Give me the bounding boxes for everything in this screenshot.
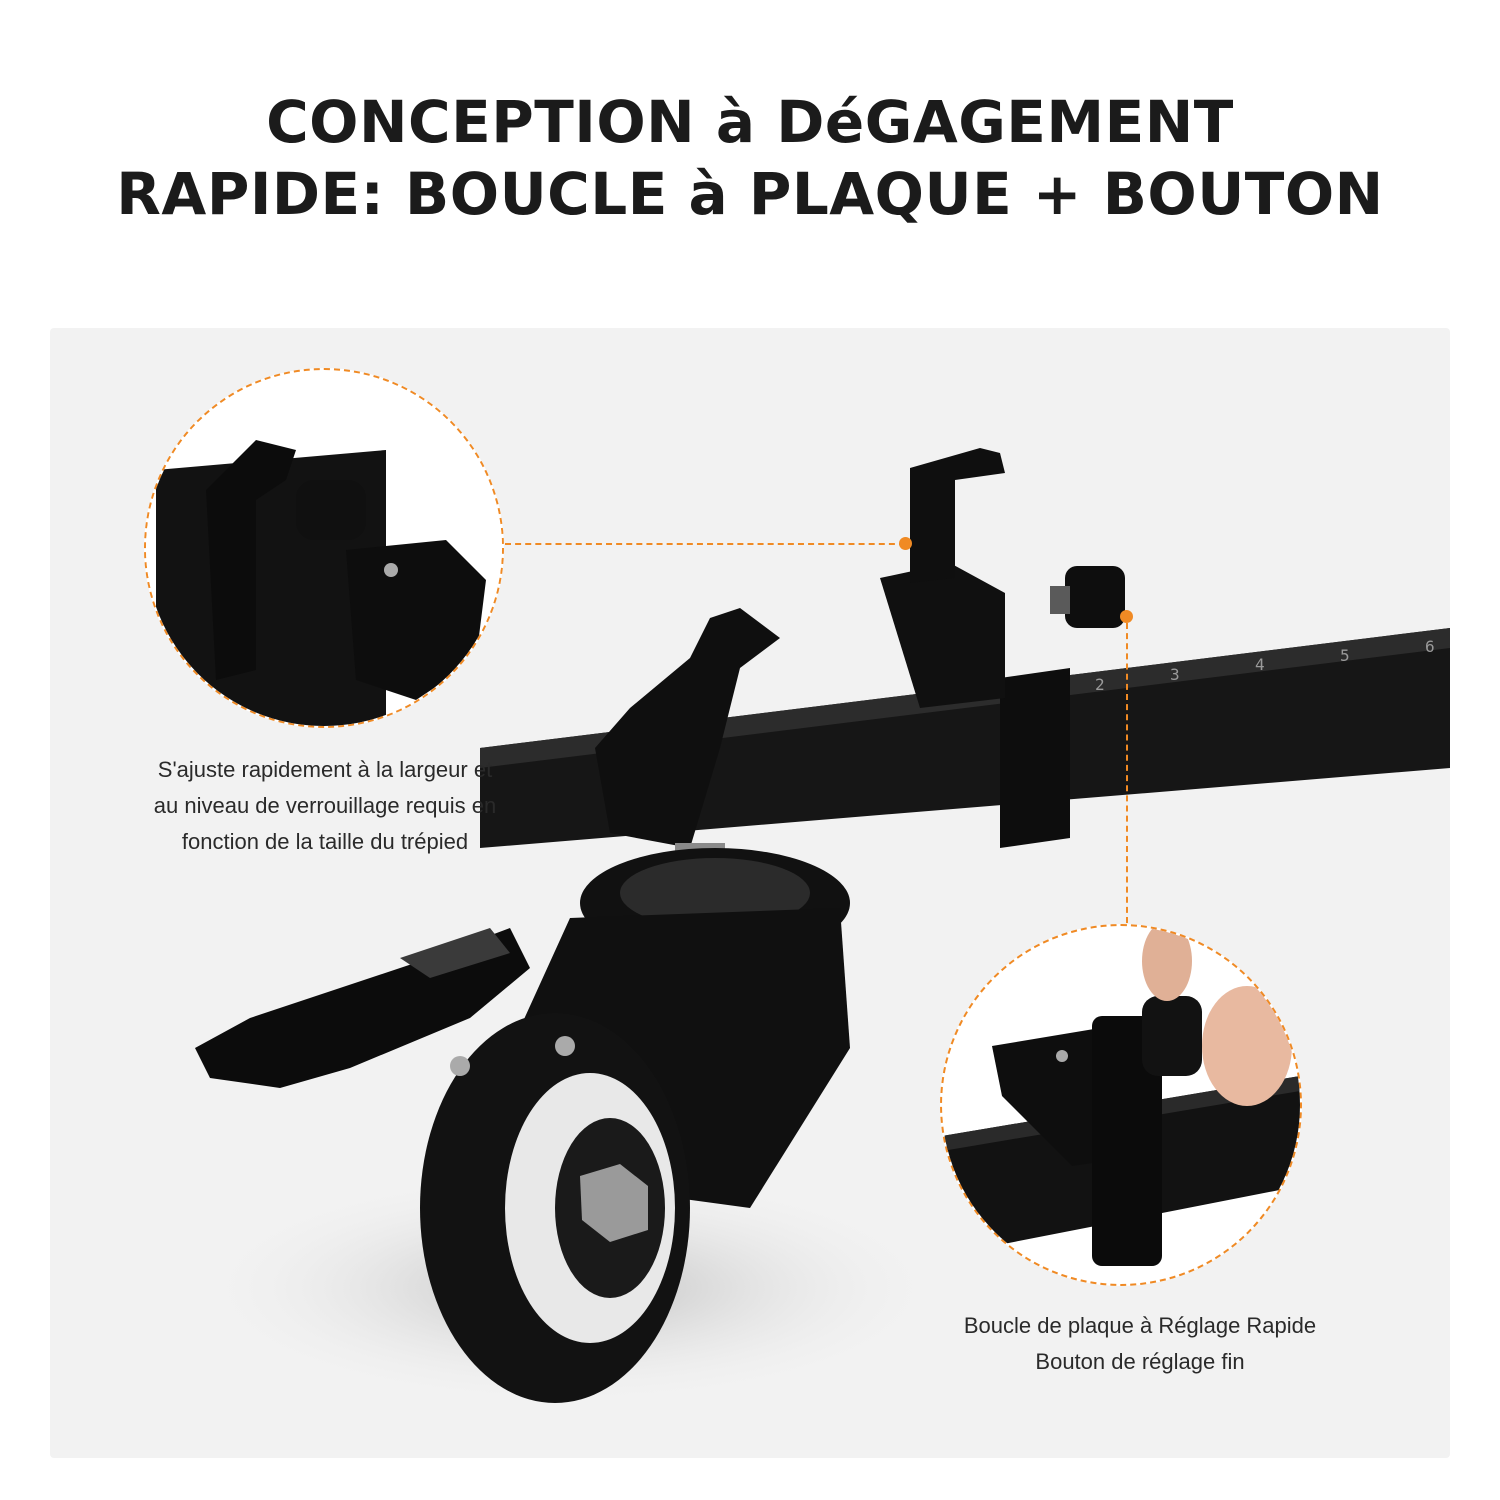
connector-line [1126,623,1128,923]
callout-dot [899,537,912,550]
scale-mark: 4 [1255,655,1265,674]
right-caption-line: Boucle de plaque à Réglage Rapide [963,1313,1317,1338]
knob-closeup-image [942,926,1300,1266]
callout-dot [1120,610,1133,623]
scale-mark: 2 [1095,675,1105,694]
scale-mark: 3 [1170,665,1180,684]
left-caption-line: fonction de la taille du trépied [181,829,469,854]
caster-wheel-illustration: 2 3 4 5 6 [190,448,1450,1408]
headline-line-2: RAPIDE: BOUCLE à PLAQUE + BOUTON [116,160,1384,228]
connector-line [505,543,905,545]
left-caption: S'ajuste rapidement à la largeur et au n… [90,752,560,860]
right-caption: Boucle de plaque à Réglage Rapide Bouton… [890,1308,1390,1380]
product-panel: 2 3 4 5 6 [50,328,1450,1458]
knob-closeup [940,924,1302,1286]
clamp-closeup-image [146,370,502,726]
headline-line-1: CONCEPTION à DéGAGEMENT [266,88,1234,156]
headline: CONCEPTION à DéGAGEMENT RAPIDE: BOUCLE à… [0,86,1500,230]
right-caption-line: Bouton de réglage fin [1035,1349,1245,1374]
scale-mark: 6 [1425,637,1435,656]
left-caption-line: S'ajuste rapidement à la largeur et [157,757,493,782]
scale-mark: 5 [1340,646,1350,665]
left-caption-line: au niveau de verrouillage requis en [153,793,497,818]
clamp-closeup [144,368,504,728]
